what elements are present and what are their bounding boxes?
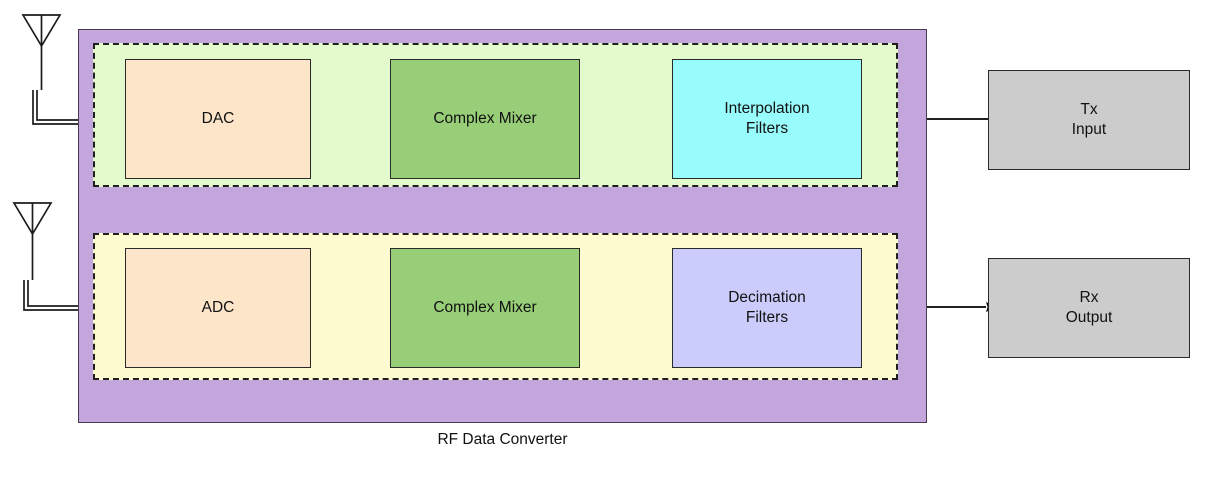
rx-antenna-icon (12, 202, 53, 280)
tx-antenna-icon (21, 14, 62, 90)
block-dac[interactable]: DAC (125, 59, 311, 179)
block-rx-complex-mixer[interactable]: Complex Mixer (390, 248, 580, 368)
block-interpolation-filters[interactable]: Interpolation Filters (672, 59, 862, 179)
block-adc[interactable]: ADC (125, 248, 311, 368)
block-tx-complex-mixer[interactable]: Complex Mixer (390, 59, 580, 179)
block-decimation-filters[interactable]: Decimation Filters (672, 248, 862, 368)
diagram-caption: RF Data Converter (437, 431, 568, 448)
block-tx-input[interactable]: Tx Input (988, 70, 1190, 170)
block-rx-output[interactable]: Rx Output (988, 258, 1190, 358)
